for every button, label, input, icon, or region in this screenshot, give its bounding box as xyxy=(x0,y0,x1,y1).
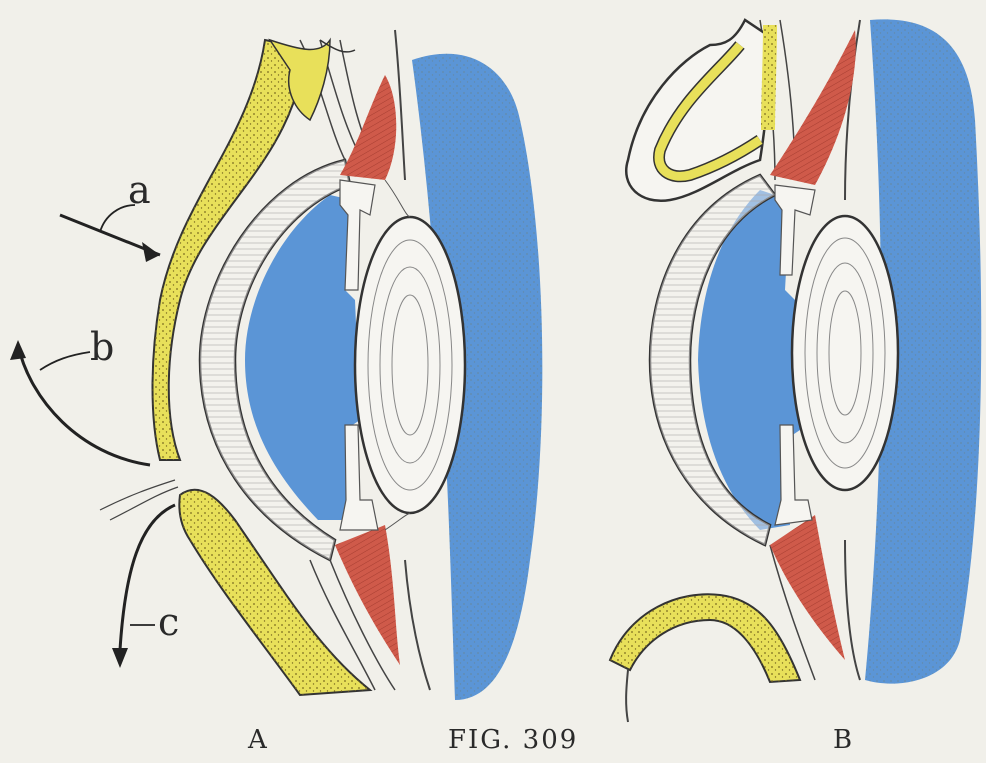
label-a: a xyxy=(128,168,151,212)
arrow-b xyxy=(18,345,150,465)
panel-a-label: A xyxy=(247,725,268,755)
lens-a xyxy=(355,217,465,513)
panel-b-label: B xyxy=(833,725,852,755)
label-b: b xyxy=(90,325,114,369)
panel-b xyxy=(610,19,981,722)
panel-a: a b c xyxy=(10,30,542,700)
figure-caption: FIG. 309 xyxy=(448,725,578,755)
lens-b xyxy=(792,216,898,490)
label-c: c xyxy=(158,600,179,644)
